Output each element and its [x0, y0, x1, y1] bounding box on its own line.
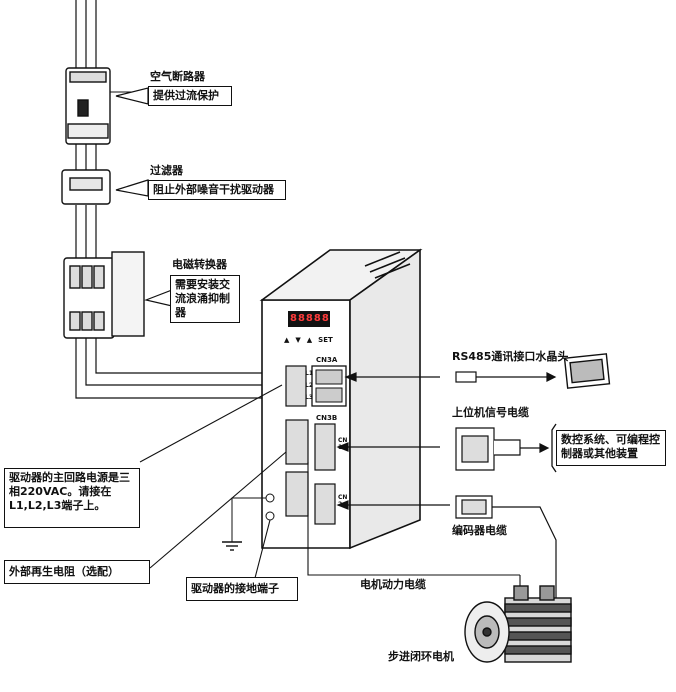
air-circuit-breaker [65, 67, 111, 145]
noise-filter [61, 169, 111, 205]
seven-segment-display [288, 311, 330, 327]
panel-button-set: SET [318, 336, 333, 344]
filter-description: 阻止外部噪音干扰驱动器 [148, 180, 286, 200]
controller-description: 数控系统、可编程控制器或其他装置 [556, 430, 666, 466]
cn1-connector [314, 423, 336, 471]
contactor-title: 电磁转换器 [172, 258, 227, 271]
cn3a-label: CN3A [316, 356, 338, 364]
ground-terminal-icon [265, 493, 275, 503]
terminal-l1: L1 [305, 370, 313, 377]
rs485-label: RS485通讯接口水晶头 [452, 350, 569, 363]
encoder-cable-label: 编码器电缆 [452, 524, 507, 537]
earth-ground-icon [222, 541, 242, 551]
terminal-l3: L3 [305, 394, 313, 401]
motor-label: 步进闭环电机 [388, 650, 454, 663]
cn1-label: CN 1 [338, 437, 348, 451]
regen-terminal-block [285, 471, 309, 517]
power-terminal-block [285, 365, 307, 407]
stepper-motor-icon [464, 585, 572, 663]
terminal-labels: L1 L2 L3 [305, 368, 313, 404]
breaker-title: 空气断路器 [150, 70, 205, 83]
contactor-description: 需要安装交流浪涌抑制器 [170, 275, 240, 323]
host-cable-label: 上位机信号电缆 [452, 406, 529, 419]
motor-power-cable-label: 电机动力电缆 [360, 578, 426, 591]
panel-button-up-2: ▲ [306, 336, 313, 344]
hmi-screen-icon [563, 353, 611, 389]
panel-button-down: ▼ [295, 336, 301, 344]
panel-button-up: ▲ [284, 336, 290, 344]
ground-terminal-label: 驱动器的接地端子 [186, 577, 298, 601]
display-readout: 88888 [290, 313, 330, 324]
panel-buttons: ▲ ▼ ▲ SET [284, 336, 333, 344]
regen-resistor-label: 外部再生电阻（选配） [4, 560, 150, 584]
magnetic-contactor [63, 251, 145, 339]
motor-terminal-block [285, 419, 309, 465]
breaker-description: 提供过流保护 [148, 86, 232, 106]
cn2-label: CN 2 [338, 494, 348, 508]
power-supply-note: 驱动器的主回路电源是三相220VAC。请接在L1,L2,L3端子上。 [4, 468, 140, 528]
cn2-connector [314, 483, 336, 525]
rj45-plug-icon [455, 371, 477, 383]
terminal-l2: L2 [305, 382, 313, 389]
cn3b-label: CN3B [316, 414, 338, 422]
filter-title: 过滤器 [150, 164, 183, 177]
